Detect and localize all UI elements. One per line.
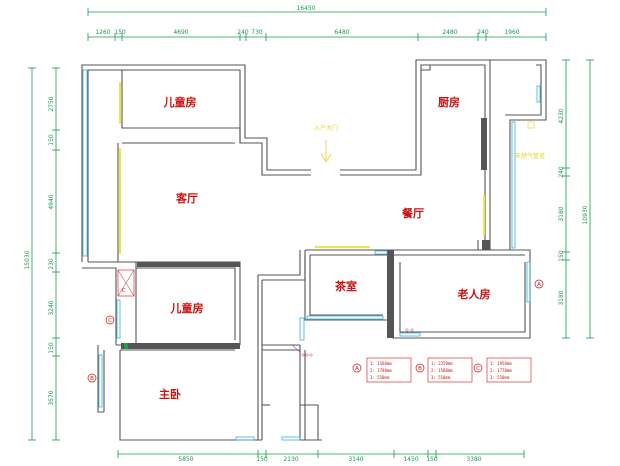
top-dimension-9: 1960 xyxy=(504,29,519,36)
bottom-dimension-6: 150 xyxy=(426,456,438,463)
right-total-dimension: 10930 xyxy=(582,205,589,224)
right-dimension-3: 3180 xyxy=(558,206,565,221)
entrance-label: 入户大门 xyxy=(314,124,338,132)
legend: A 1: 1560mm 2: 1790mm 3: 550mm B 1: 2250… xyxy=(352,357,532,383)
top-dimension-7: 2480 xyxy=(442,29,457,36)
bottom-dimensions: 5850 150 2130 3140 1450 150 3380 xyxy=(117,450,525,463)
legend-a-letter: A xyxy=(355,366,359,372)
top-total-dimension: 16450 xyxy=(296,5,315,12)
gas-pipe-label: 天然气管道 xyxy=(515,152,545,160)
columns xyxy=(121,118,490,349)
room-master: 主卧 xyxy=(159,387,181,401)
right-dimension-2: 240 xyxy=(558,166,565,178)
room-living: 客厅 xyxy=(175,191,198,205)
room-labels: 儿童房 客厅 餐厅 厨房 茶室 老人房 儿童房 主卧 xyxy=(159,95,491,401)
left-dimension-3: 4940 xyxy=(48,194,55,209)
legend-c-line-3: 3: 550mm xyxy=(490,375,510,380)
bottom-dimension-7: 3380 xyxy=(466,456,481,463)
room-elderly: 老人房 xyxy=(457,287,491,301)
shaft: C xyxy=(117,269,135,349)
window-markers: A C B xyxy=(87,279,544,383)
marker-b: B xyxy=(90,376,94,382)
left-dimension-4: 230 xyxy=(48,258,55,270)
left-dimension-5: 3240 xyxy=(48,300,55,315)
gas-pipe-icon xyxy=(527,121,535,129)
legend-c-line-1: 1: 1950mm xyxy=(490,361,512,366)
room-kitchen: 厨房 xyxy=(438,95,460,109)
bottom-dimension-5: 1450 xyxy=(403,456,418,463)
left-dimension-6: 150 xyxy=(48,342,55,354)
left-dimensions: 15030 2750 150 4940 230 3240 150 3570 xyxy=(24,67,60,441)
left-dimension-1: 2750 xyxy=(48,96,55,111)
marker-c: C xyxy=(108,318,112,324)
room-kids-top: 儿童房 xyxy=(163,95,197,109)
left-dimension-2: 150 xyxy=(48,134,55,146)
room-dining: 餐厅 xyxy=(401,206,424,220)
bottom-dimension-1: 5850 xyxy=(178,456,193,463)
right-dimensions: 10930 4230 240 3180 150 3180 xyxy=(558,59,594,339)
top-dimensions: 16450 1260 150 4690 240 730 6480 2480 24… xyxy=(87,5,547,41)
top-dimension-2: 150 xyxy=(114,29,126,36)
room-kids-bottom: 儿童房 xyxy=(170,301,204,315)
bottom-dimension-4: 3140 xyxy=(348,456,363,463)
left-dimension-7: 3570 xyxy=(48,390,55,405)
legend-c-line-2: 2: 1770mm xyxy=(490,368,512,373)
top-dimension-4: 240 xyxy=(237,29,249,36)
legend-a-line-2: 2: 1790mm xyxy=(370,368,392,373)
bottom-dimension-2: 150 xyxy=(256,456,268,463)
top-dimension-6: 6480 xyxy=(334,29,349,36)
room-tea: 茶室 xyxy=(334,279,357,293)
legend-b-line-3: 3: 550mm xyxy=(431,375,451,380)
top-dimension-8: 240 xyxy=(477,29,489,36)
right-dimension-1: 4230 xyxy=(558,108,565,123)
legend-b-letter: B xyxy=(418,366,422,372)
legend-b-line-1: 1: 2250mm xyxy=(431,361,453,366)
legend-a-line-3: 3: 550mm xyxy=(370,375,390,380)
entrance-marker: 入户大门 xyxy=(314,124,338,163)
marker-a: A xyxy=(537,282,541,288)
right-dimension-4: 150 xyxy=(558,250,565,262)
top-dimension-1: 1260 xyxy=(95,29,110,36)
shaft-label: C xyxy=(122,288,126,294)
doors xyxy=(119,82,485,254)
top-dimension-5: 730 xyxy=(251,29,263,36)
top-dimension-3: 4690 xyxy=(173,29,188,36)
windows xyxy=(82,69,541,441)
legend-c-letter: C xyxy=(476,366,480,372)
right-dimension-5: 3180 xyxy=(558,290,565,305)
walls xyxy=(81,59,547,441)
bottom-dimension-3: 2130 xyxy=(283,456,298,463)
bath-fixture xyxy=(291,328,414,357)
left-total-dimension: 15030 xyxy=(24,250,31,269)
legend-b-line-2: 2: 1580mm xyxy=(431,368,453,373)
legend-a-line-1: 1: 1560mm xyxy=(370,361,392,366)
